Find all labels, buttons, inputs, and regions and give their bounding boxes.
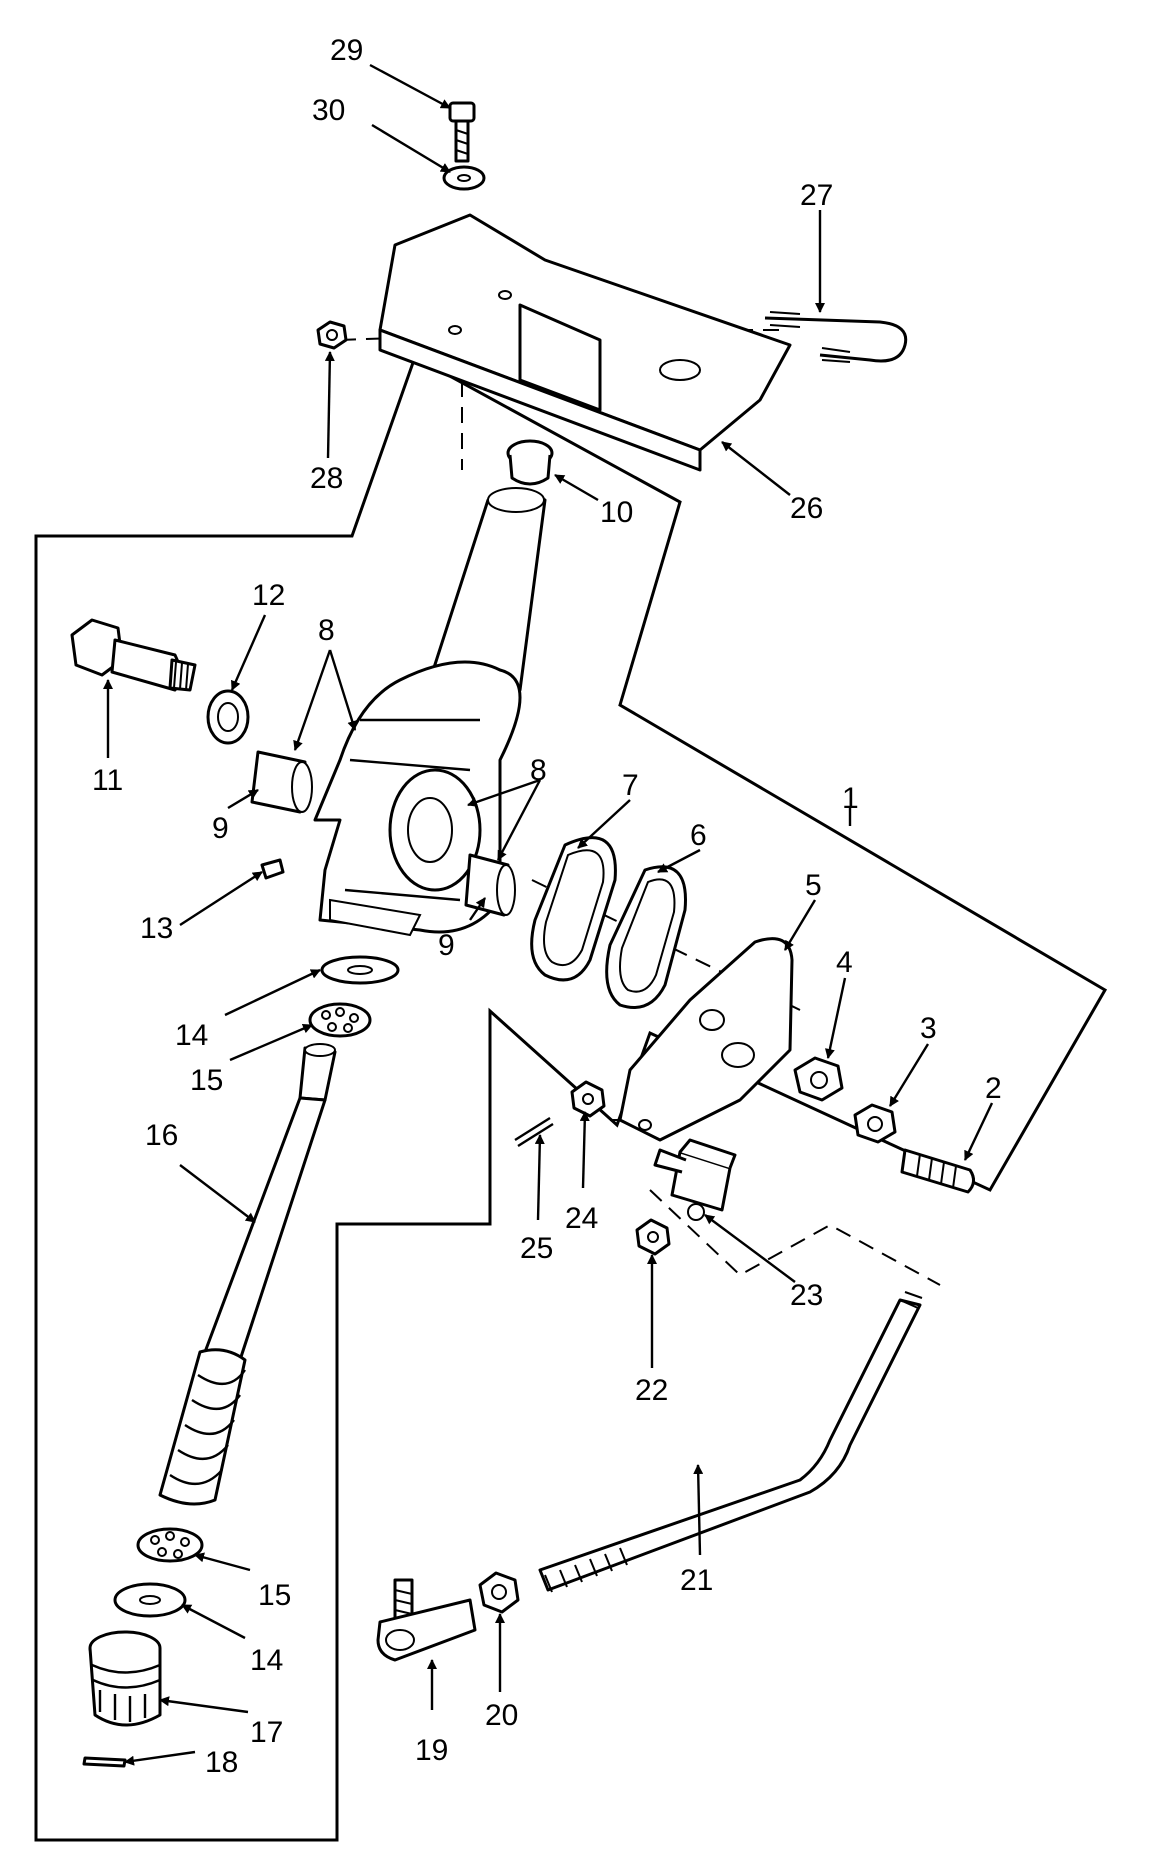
callout-16: 16 — [145, 1119, 178, 1152]
plate-washer — [442, 165, 486, 191]
ball-joint — [653, 1138, 737, 1221]
callout-19: 19 — [415, 1734, 448, 1767]
callout-10: 10 — [600, 496, 633, 529]
callout-28: 28 — [310, 462, 343, 495]
callout-27: 27 — [800, 179, 833, 212]
callout-21: 21 — [680, 1564, 713, 1597]
gasket-inner — [605, 865, 687, 1009]
callout-25: 25 — [520, 1232, 553, 1265]
callout-6: 6 — [690, 819, 707, 852]
callout-24: 24 — [565, 1202, 598, 1235]
callout-leaders — [103, 63, 994, 1766]
callout-13: 13 — [140, 912, 173, 945]
castle-nut — [570, 1080, 606, 1118]
grease-fitting — [260, 858, 285, 880]
plate-nut — [316, 320, 348, 350]
callout-8-left: 8 — [318, 614, 335, 647]
callout-30: 30 — [312, 94, 345, 127]
callout-17: 17 — [250, 1716, 283, 1749]
adjuster-plug — [88, 1630, 162, 1727]
adjuster-screw — [900, 1148, 975, 1194]
adjuster-nut-large — [793, 1056, 844, 1102]
steering-shaft — [158, 1043, 337, 1506]
callout-23: 23 — [790, 1279, 823, 1312]
gasket-outer — [530, 836, 617, 982]
callout-9-left: 9 — [212, 812, 229, 845]
lower-bearing — [136, 1527, 204, 1563]
callout-5: 5 — [805, 869, 822, 902]
callout-3: 3 — [920, 1012, 937, 1045]
callout-29: 29 — [330, 34, 363, 67]
pitman-washer — [206, 689, 250, 745]
callout-1: 1 — [842, 782, 859, 815]
callout-15-lower: 15 — [258, 1579, 291, 1612]
drag-link-nut — [478, 1571, 520, 1614]
bushing-right — [464, 853, 516, 917]
callout-14-lower: 14 — [250, 1644, 283, 1677]
drag-link — [538, 1291, 923, 1593]
callout-8-right: 8 — [530, 754, 547, 787]
column-grommet — [506, 439, 554, 486]
upper-thrust-washer — [320, 955, 400, 985]
callout-14-upper: 14 — [175, 1019, 208, 1052]
callout-20: 20 — [485, 1699, 518, 1732]
side-cover — [618, 937, 794, 1142]
tie-rod-end — [376, 1578, 477, 1662]
callout-11: 11 — [92, 764, 123, 797]
callout-9-right: 9 — [438, 929, 455, 962]
ball-joint-nut — [635, 1218, 671, 1256]
pitman-shaft — [70, 618, 197, 692]
upper-bearing — [308, 1002, 372, 1038]
cotter-pin — [514, 1116, 554, 1148]
callout-7: 7 — [622, 769, 639, 802]
adjuster-nut-small — [853, 1103, 897, 1144]
u-bolt — [764, 311, 908, 363]
assembly-boundary — [34, 355, 1108, 1842]
callout-labels: 29 30 27 28 26 10 12 8 11 9 8 7 6 1 5 4 … — [92, 34, 1002, 1779]
mounting-plate — [378, 213, 792, 472]
callout-2: 2 — [985, 1072, 1002, 1105]
bushing-left — [250, 750, 313, 814]
plug-lock-pin — [82, 1756, 127, 1768]
callout-22: 22 — [635, 1374, 668, 1407]
callout-26: 26 — [790, 492, 823, 525]
callout-4: 4 — [836, 946, 853, 979]
lower-thrust-washer — [113, 1582, 187, 1618]
callout-15-upper: 15 — [190, 1064, 223, 1097]
callout-12: 12 — [252, 579, 285, 612]
plate-bolt — [448, 101, 476, 163]
callout-18: 18 — [205, 1746, 238, 1779]
